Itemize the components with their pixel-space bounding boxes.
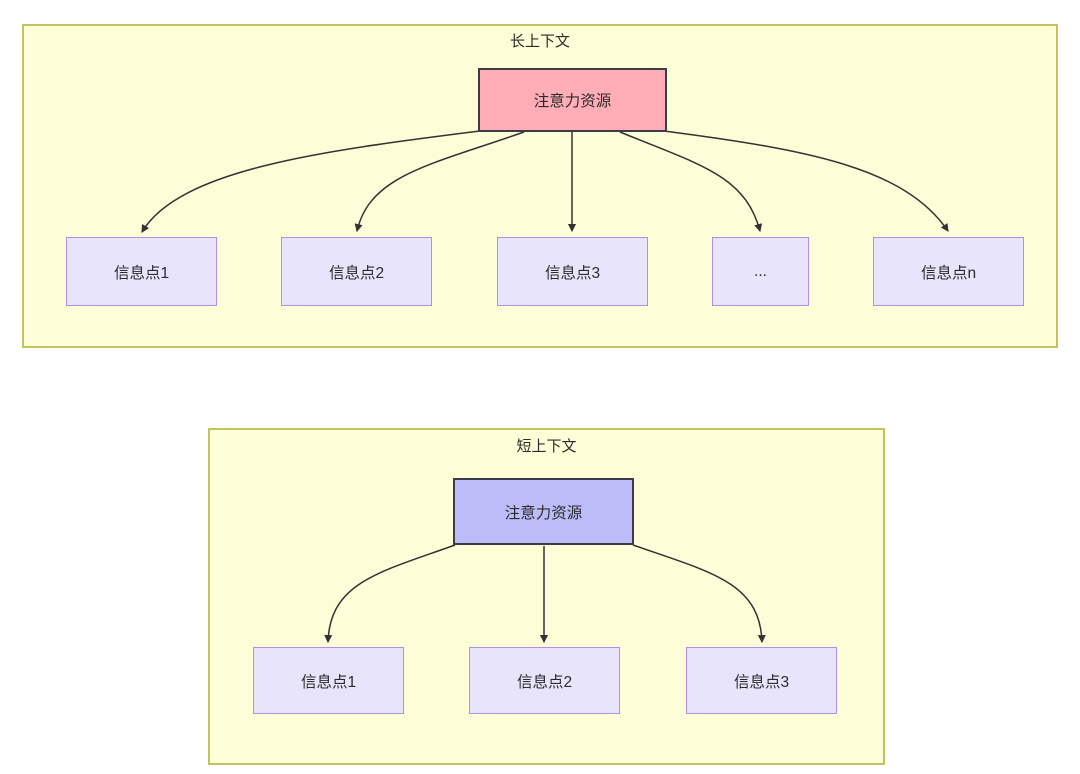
node-info-point-3-short[interactable]: 信息点3 [686,647,837,714]
node-label: 信息点3 [733,673,790,691]
node-label: 信息点1 [300,673,357,691]
node-info-point-1-long[interactable]: 信息点1 [66,237,217,306]
node-label: 注意力资源 [533,93,612,110]
group-long-context-title: 长上下文 [509,33,570,50]
node-label: 信息点3 [544,264,601,282]
node-label: 注意力资源 [504,504,583,522]
node-label: 信息点2 [516,673,573,691]
group-short-context-title: 短上下文 [516,438,577,455]
node-label: 信息点1 [113,264,170,282]
node-info-point-n-long[interactable]: 信息点n [873,237,1024,306]
node-info-point-2-short[interactable]: 信息点2 [469,647,620,714]
node-info-point-3-long[interactable]: 信息点3 [497,237,648,306]
node-label: ... [754,262,767,280]
node-attention-resource-short[interactable]: 注意力资源 [453,478,634,545]
node-info-point-1-short[interactable]: 信息点1 [253,647,404,714]
node-label: 信息点n [920,264,977,282]
node-info-point-ellipsis-long[interactable]: ... [712,237,809,306]
node-attention-resource-long[interactable]: 注意力资源 [478,68,667,132]
node-label: 信息点2 [328,264,385,282]
node-info-point-2-long[interactable]: 信息点2 [281,237,432,306]
